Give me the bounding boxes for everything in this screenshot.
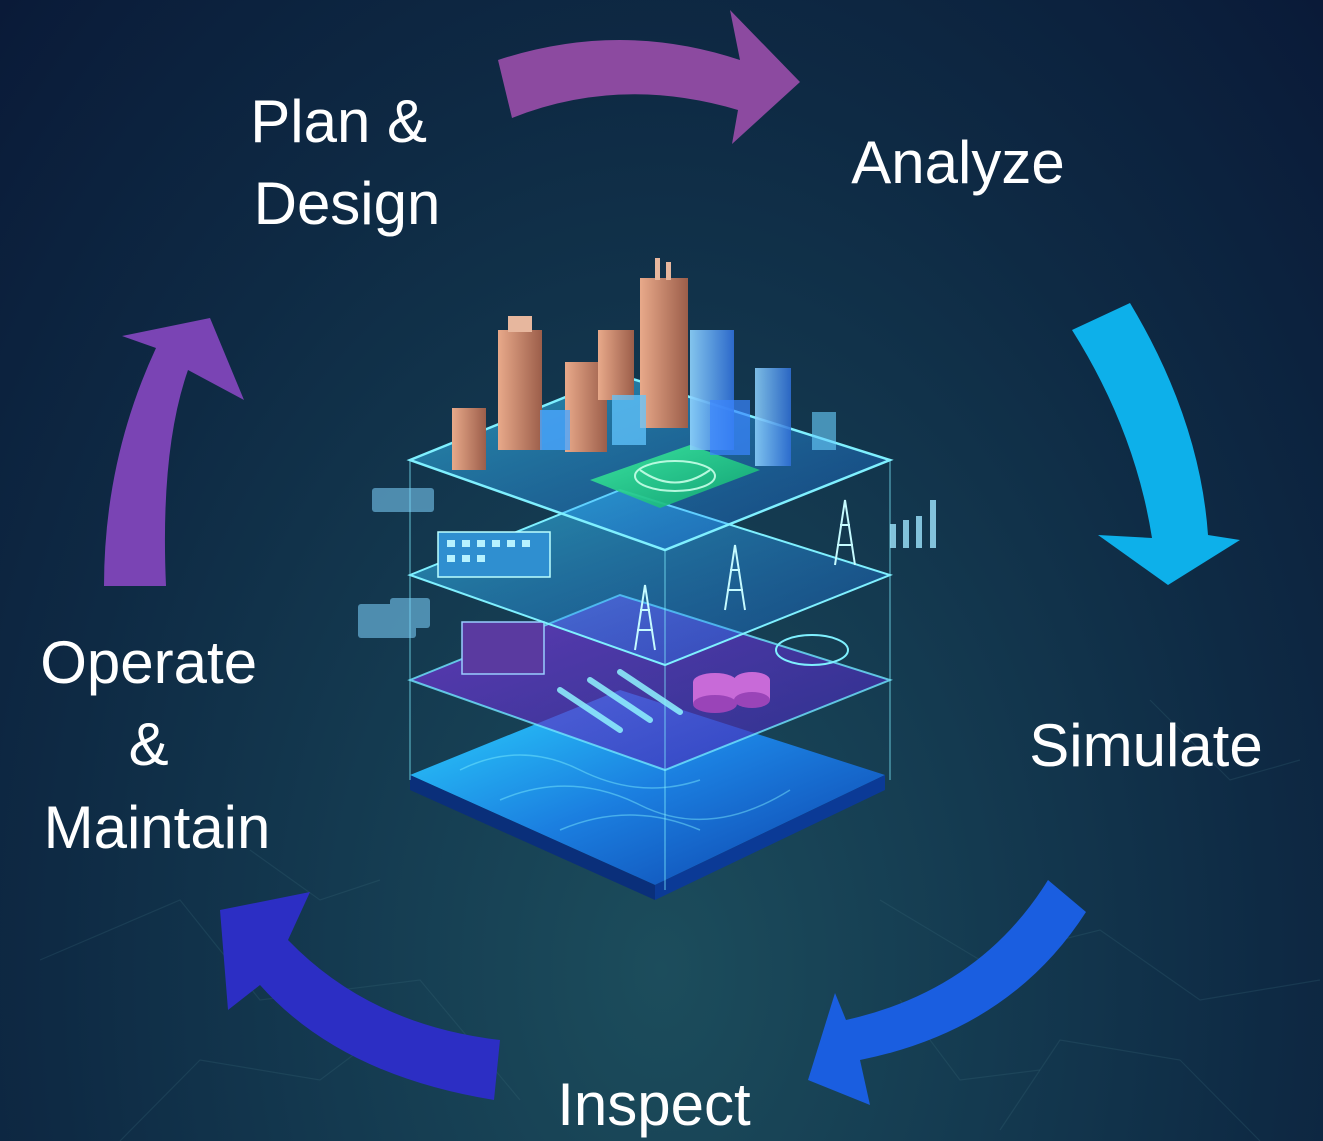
stage-label-inspect: Inspect (557, 1071, 751, 1138)
stage-label-operate-maintain: Operate & Maintain (40, 629, 273, 861)
floating-data-panels (358, 488, 434, 638)
arrow-plan-to-analyze (498, 10, 800, 144)
bar-glyph-icon (890, 500, 936, 548)
digital-twin-illustration (358, 258, 936, 900)
terrain-layer (410, 690, 885, 885)
arrow-inspect-to-operate (220, 892, 500, 1100)
city-buildings (452, 258, 836, 470)
arrow-simulate-to-inspect (808, 880, 1086, 1105)
stage-label-plan-design: Plan & Design (250, 88, 443, 237)
stage-label-simulate: Simulate (1029, 712, 1262, 779)
arrow-analyze-to-simulate (1072, 303, 1240, 585)
stage-label-analyze: Analyze (851, 129, 1064, 196)
arrow-operate-to-plan (104, 318, 244, 586)
